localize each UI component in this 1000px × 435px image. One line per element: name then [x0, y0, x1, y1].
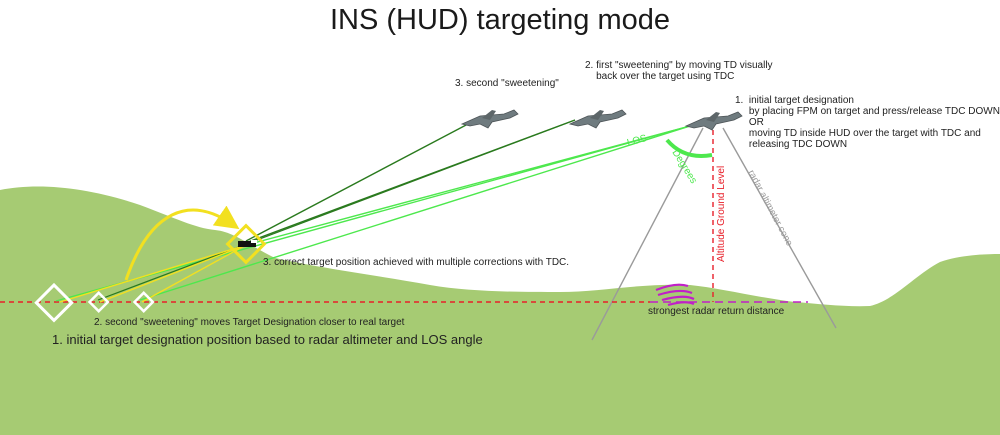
- aircraft-icon: [460, 109, 519, 129]
- yellow-los-line-a: [59, 244, 247, 303]
- initial-position-label: 1. initial target designation position b…: [52, 332, 483, 347]
- strongest-return-label: strongest radar return distance: [648, 306, 785, 317]
- radar-cone-label: radar altimeter cone: [745, 168, 794, 248]
- sweetening-line-first-low: [97, 119, 576, 301]
- correct-position-label: 3. correct target position achieved with…: [263, 257, 570, 268]
- first-sweetening-label: 2. first "sweetening" by moving TD visua…: [585, 60, 773, 82]
- curved-arrow-icon: [124, 205, 240, 281]
- radar-cone-right-edge: [722, 127, 837, 329]
- ground-hills: [0, 186, 1000, 435]
- los-line-initial: [55, 125, 691, 302]
- los-angle-arc: [665, 138, 713, 158]
- target-vehicle-highlight: [251, 240, 257, 243]
- radar-cone-left-edge: [591, 127, 704, 341]
- diamond-marker-icon: [87, 291, 110, 313]
- sweetening-line-second: [245, 123, 469, 242]
- radar-arc-icon: [655, 283, 695, 307]
- yellow-los-line-c: [141, 244, 247, 303]
- aircraft-icon: [568, 109, 627, 129]
- initial-designation-label: 1. initial target designation by placing…: [735, 95, 1000, 150]
- page-title: INS (HUD) targeting mode: [329, 4, 671, 36]
- los-label: LOS: [626, 133, 648, 149]
- los-line-second: [139, 125, 691, 301]
- los-line-correct: [249, 125, 691, 245]
- aircraft-icon: [684, 111, 743, 131]
- altitude-ground-level-label: Altitude Ground Level: [716, 166, 727, 262]
- second-sweetening-bottom-label: 2. second "sweetening" moves Target Desi…: [94, 317, 405, 328]
- diamond-marker-icon: [225, 223, 267, 265]
- target-vehicle: [238, 241, 256, 247]
- second-sweetening-top-label: 3. second "sweetening": [455, 78, 559, 89]
- yellow-los-line-b: [99, 244, 247, 303]
- diamond-marker-icon: [34, 282, 74, 323]
- diamond-marker-icon: [132, 291, 155, 313]
